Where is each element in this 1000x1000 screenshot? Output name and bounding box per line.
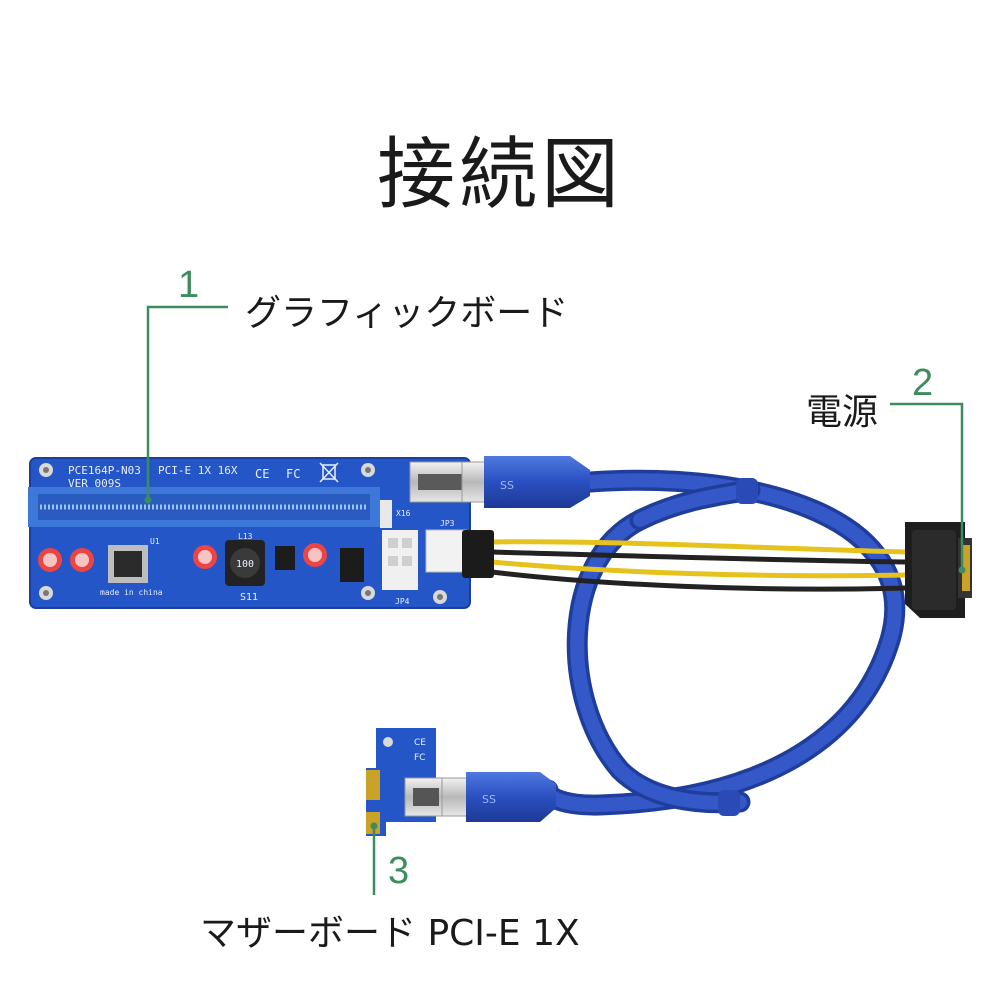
board-model: PCE164P-N03 xyxy=(68,464,141,477)
callout-number-1: 1 xyxy=(178,264,200,306)
callout-number-2: 2 xyxy=(912,362,934,404)
usb-ss-mark-upper: SS xyxy=(500,479,514,492)
callout-number-3: 3 xyxy=(388,850,410,892)
power-wires xyxy=(491,539,906,592)
s11-label: S11 xyxy=(240,592,258,603)
callout-label-graphics-board: グラフィックボード xyxy=(245,293,569,334)
usb-plug-lower: SS xyxy=(441,772,556,822)
adapter-fc-mark: FC xyxy=(414,753,425,763)
usb-cable xyxy=(537,469,906,816)
x16-label: X16 xyxy=(396,509,411,518)
page-title: 接続図 xyxy=(376,130,623,220)
jp4-label: JP4 xyxy=(395,597,410,606)
u1-label: U1 xyxy=(150,537,160,546)
board-slot: PCI-E 1X 16X xyxy=(158,464,238,477)
l13-label: L13 xyxy=(238,532,253,541)
usb-ss-mark-lower: SS xyxy=(482,793,496,806)
jp3-label: JP3 xyxy=(440,519,455,528)
weee-bin-icon xyxy=(319,462,339,483)
riser-board: PCE164P-N03 PCI-E 1X 16X VER 009S CE FC … xyxy=(28,457,494,609)
usb-plug-upper: SS xyxy=(461,456,590,508)
callout-label-power: 電源 xyxy=(806,392,879,433)
fc-mark: FC xyxy=(286,467,300,481)
callout-lines xyxy=(146,305,964,895)
inductor-label: 100 xyxy=(236,559,254,570)
callout-dot-2 xyxy=(958,566,966,574)
adapter-ce-mark: CE xyxy=(414,738,426,748)
made-in-text: made in china xyxy=(100,588,163,597)
board-version: VER 009S xyxy=(68,477,121,490)
callout-dot-1 xyxy=(144,496,152,504)
callout-dot-3 xyxy=(370,822,378,830)
callout-label-motherboard: マザーボード PCI-E 1X xyxy=(200,913,580,954)
ce-mark: CE xyxy=(255,467,269,481)
pcie-x1-adapter: CE FC xyxy=(366,728,446,836)
sata-power-connector xyxy=(905,522,972,618)
capacitors xyxy=(38,543,327,572)
